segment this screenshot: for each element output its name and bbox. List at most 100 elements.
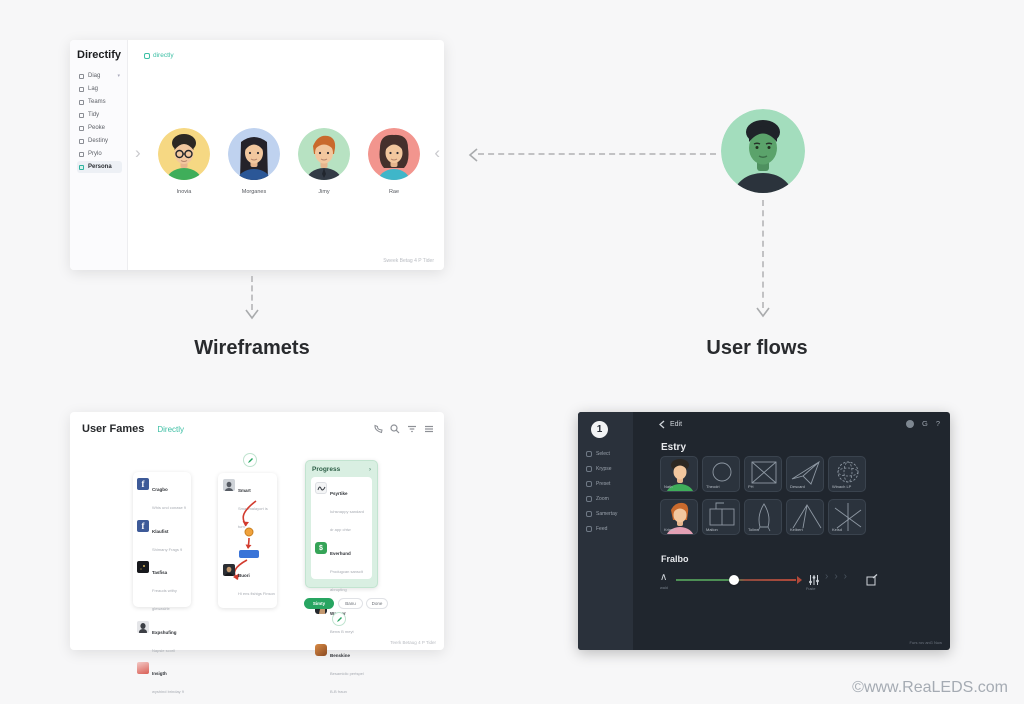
asset-tile-avatar-female[interactable]: Krimu	[660, 499, 698, 535]
carousel-next-button[interactable]: ‹	[434, 143, 440, 162]
edit-frame-icon[interactable]	[866, 574, 878, 586]
search-icon[interactable]	[390, 424, 400, 434]
asset-tile-sphere[interactable]: Winach LP	[828, 456, 866, 492]
wireframes-toolbar	[373, 424, 434, 434]
sidebar-item-teams[interactable]: Teams	[77, 96, 122, 108]
zoom-icon	[586, 496, 592, 502]
phone-icon[interactable]	[373, 424, 383, 434]
watermark: ©www.ReaLEDS.com	[852, 679, 1008, 696]
flow-card: Smart Smarimalayort is turn Buori Hi ens…	[218, 473, 277, 608]
carousel-prev-button[interactable]: ›	[135, 143, 141, 162]
sidebar-item-zoom[interactable]: Zoom	[586, 496, 627, 502]
avatar[interactable]	[905, 419, 914, 428]
help-icon[interactable]: ?	[935, 419, 940, 428]
sidebar-item-persona[interactable]: Persona	[77, 161, 122, 173]
window-subtitle: Directly	[157, 425, 185, 434]
flow-slider-row: ∧ wald Fuste ›››	[660, 570, 890, 600]
asset-tile-book[interactable]: Malion	[702, 499, 740, 535]
user-flows-label: User flows	[706, 337, 808, 359]
caret-tool-icon[interactable]: ∧	[660, 572, 668, 583]
progress-item[interactable]: Benskine Besamidic pertspel B-B fraun	[315, 644, 368, 698]
persona-carousel: Inovia	[158, 128, 420, 195]
flow-node-top[interactable]: Smart Smarimalayort is turn	[223, 479, 272, 533]
window-title: User Fames	[82, 423, 145, 435]
refresh-icon[interactable]: G	[921, 419, 928, 428]
user-persona-avatar[interactable]	[721, 109, 805, 193]
filter-icon[interactable]	[407, 424, 417, 434]
done-button[interactable]: Done	[366, 598, 388, 609]
sidebar-item-krypse[interactable]: Krypse	[586, 466, 627, 472]
pencil-icon	[336, 616, 342, 622]
sidebar-item-destiny[interactable]: Destiny	[77, 135, 122, 147]
tune-icon[interactable]	[808, 574, 820, 586]
asset-tile-circle[interactable]: Theodri	[702, 456, 740, 492]
persona-avatar-main	[721, 109, 805, 193]
primary-button[interactable]: Simty	[304, 598, 334, 609]
asset-tile-rocket[interactable]: Toline	[744, 499, 782, 535]
asset-tile-tent[interactable]: Kelbert	[786, 499, 824, 535]
refresh-icon	[79, 138, 84, 144]
facebook-icon: f	[137, 519, 149, 532]
asset-tile-avatar-male[interactable]: Nath	[660, 456, 698, 492]
progress-item[interactable]: $ Everhund Produgcan sansclt abrupting	[315, 542, 368, 596]
persona-avatar-2	[228, 128, 280, 180]
chevron-right-icon[interactable]: ›	[369, 466, 371, 473]
secondary-button[interactable]: Banu	[338, 598, 363, 609]
asset-tile-asterisk[interactable]: Kelsd	[828, 499, 866, 535]
sidebar-item-prylo[interactable]: Prylo	[77, 148, 122, 160]
dollar-icon: $	[315, 542, 327, 554]
doc-icon	[79, 86, 84, 92]
sidebar-item-preset[interactable]: Preset	[586, 481, 627, 487]
wireframes-header: User Fames Directly	[82, 423, 184, 435]
app-logo: Directify	[77, 49, 122, 61]
asset-tile-crossed-square[interactable]: PH	[744, 456, 782, 492]
sidebar-item-lag[interactable]: Lag	[77, 83, 122, 95]
list-item[interactable]: f Cragbo Whis und conase 9	[137, 478, 187, 514]
avatar	[223, 564, 235, 576]
progress-item[interactable]: Psyrtike Iuhsnappy sandard dr app chtw	[315, 482, 368, 536]
connector-app-to-wireframes	[251, 276, 253, 310]
slider-right-label: Fuste	[806, 587, 816, 591]
persona-card[interactable]: Morganes	[228, 128, 280, 195]
facebook-icon: f	[137, 478, 149, 490]
persona-name: Morganes	[241, 189, 267, 195]
arrowhead-down-icon	[245, 309, 259, 320]
list-item[interactable]: Tasfisa Freauds withy glewasirle	[137, 561, 187, 615]
sidebar-item-diag[interactable]: Diag ▾	[77, 70, 122, 82]
sidebar-item-peoke[interactable]: Peoke	[77, 122, 122, 134]
pencil-icon	[247, 457, 253, 463]
breadcrumb-badge: directly	[144, 52, 174, 59]
persona-card[interactable]: Jimy	[298, 128, 350, 195]
slider-left-label: wald	[660, 586, 668, 590]
back-button[interactable]: Edit	[659, 420, 682, 429]
edit-button[interactable]	[243, 453, 257, 467]
avatar	[223, 479, 235, 491]
photo-icon	[315, 644, 327, 656]
personas-sidebar: Directify Diag ▾ Lag Teams Tidy Peoke	[70, 40, 128, 270]
arrowhead-down-icon	[756, 307, 770, 318]
flow-slider-knob[interactable]	[729, 575, 739, 585]
menu-icon[interactable]	[424, 424, 434, 434]
asterisk-burst-icon	[834, 503, 862, 531]
persona-card[interactable]: Rae	[368, 128, 420, 195]
list-item[interactable]: Insigth wyshind brinday 9	[137, 662, 187, 698]
sidebar-item-select[interactable]: Select	[586, 451, 627, 457]
asset-tile-paper-plane[interactable]: Descard	[786, 456, 824, 492]
window-footer-text: Sweek Betag 4 P Tider	[383, 258, 434, 264]
persona-card[interactable]: Inovia	[158, 128, 210, 195]
badge-icon	[144, 52, 150, 59]
wireframes-label: Wireframets	[194, 337, 310, 359]
list-item[interactable]: f Klaufist Shimany Frags 9	[137, 519, 187, 556]
section-title: Estry	[661, 442, 687, 453]
userflow-editor-window: 1 Select Krypse Preset Zoom Samertay	[578, 412, 950, 650]
edit-button[interactable]	[332, 612, 346, 626]
flow-node-bottom[interactable]: Buori Hi ens fishigs Finson	[223, 564, 275, 600]
sidebar-item-tidy[interactable]: Tidy	[77, 109, 122, 121]
sidebar-item-feed[interactable]: Feed	[586, 526, 627, 532]
flow-arrows	[233, 500, 259, 580]
list-item[interactable]: Expshufing Napsie scoril	[137, 620, 187, 657]
settings-icon	[586, 511, 592, 517]
progress-list: Psyrtike Iuhsnappy sandard dr app chtw $…	[311, 477, 372, 694]
step-chevrons[interactable]: ›››	[825, 571, 853, 582]
sidebar-item-samertay[interactable]: Samertay	[586, 511, 627, 517]
